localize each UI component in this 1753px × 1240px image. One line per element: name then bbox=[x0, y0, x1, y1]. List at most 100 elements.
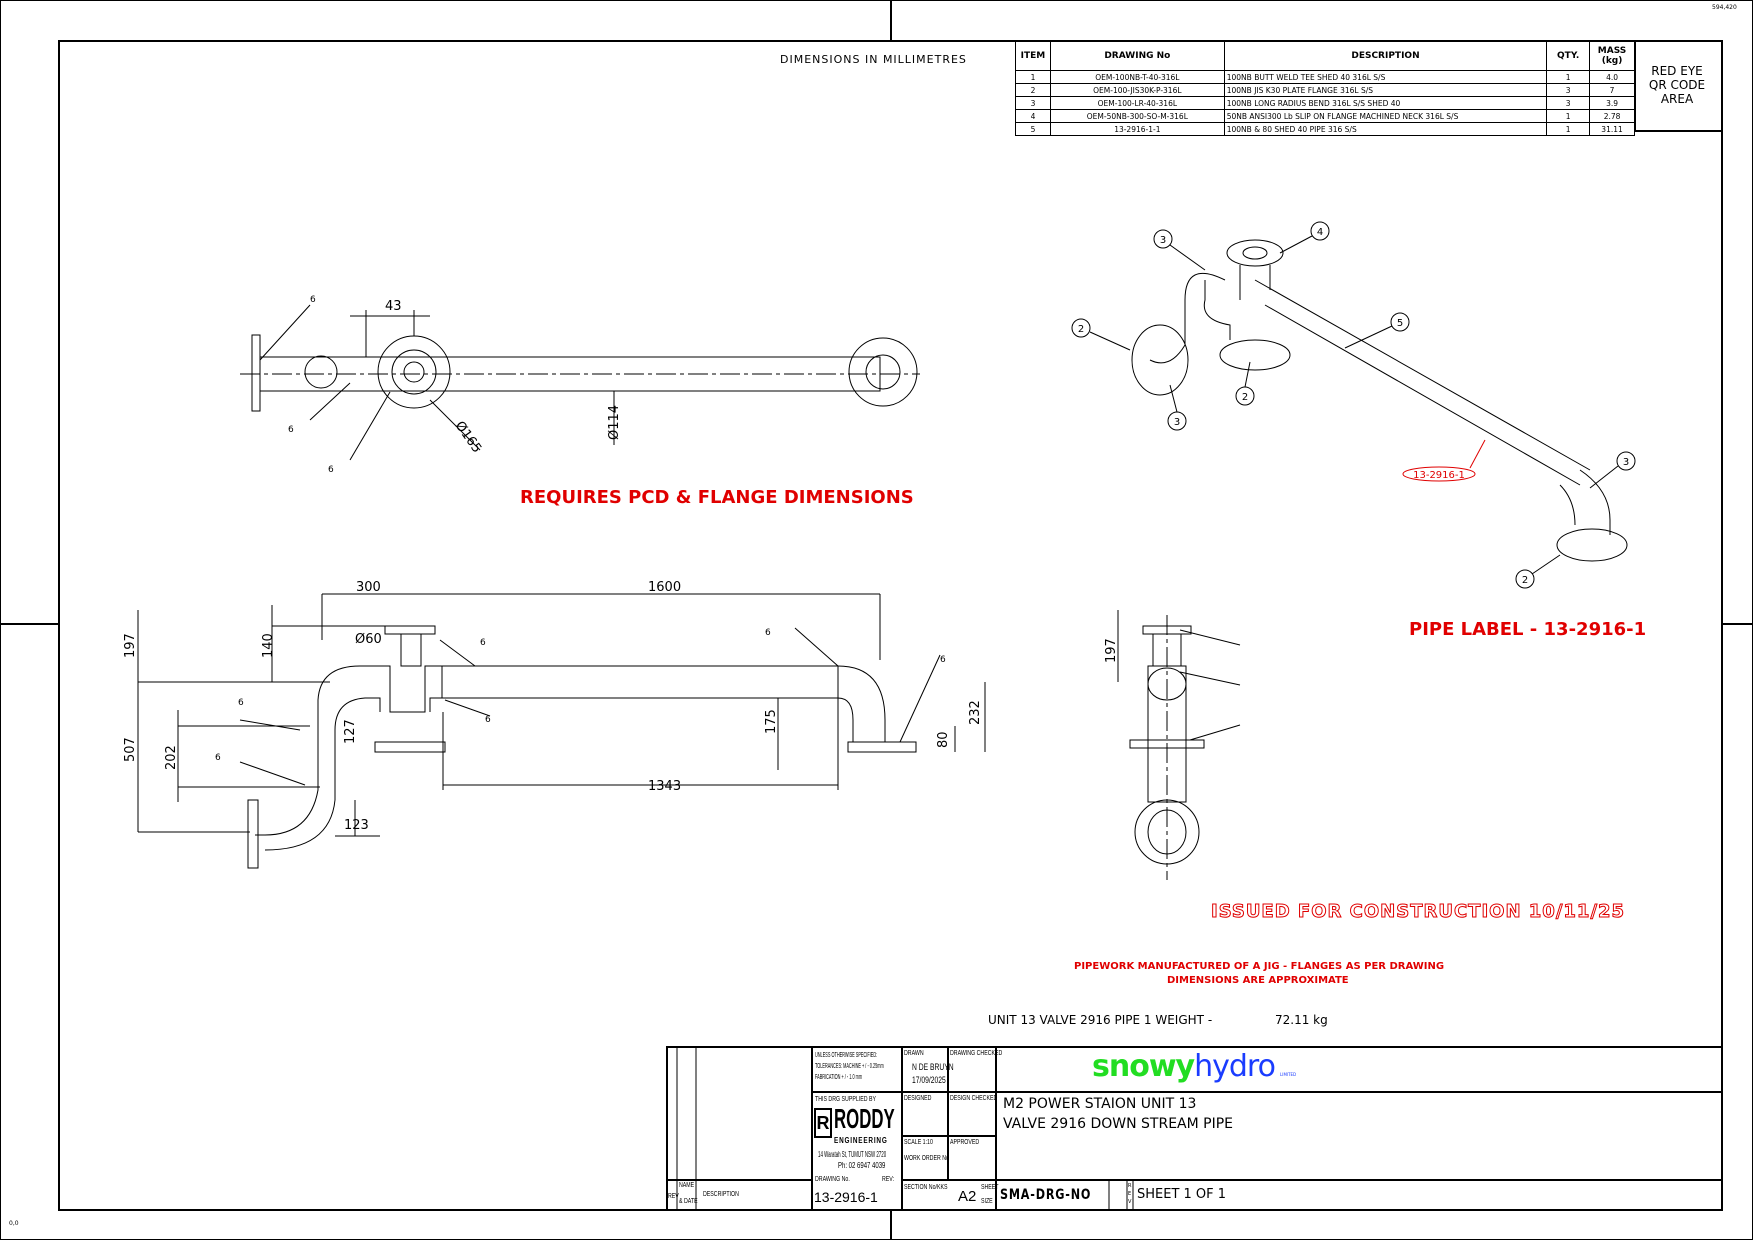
bom-item: 2 bbox=[1015, 83, 1051, 97]
roddy-phone: Ph: 02 6947 4039 bbox=[838, 1161, 886, 1170]
note-pipe-label: PIPE LABEL - 13-2916-1 bbox=[1409, 619, 1647, 640]
bom-description: 100NB & 80 SHED 40 PIPE 316 S/S bbox=[1223, 122, 1548, 136]
dim-300: 300 bbox=[356, 580, 381, 595]
bom-qty: 1 bbox=[1546, 122, 1591, 136]
dim-dia114: Ø114 bbox=[607, 405, 622, 440]
scale-label: SCALE 1:10 bbox=[904, 1139, 933, 1146]
bom-header-mass: MASS (kg) bbox=[1589, 41, 1635, 71]
bom-header-drawing-no: DRAWING No bbox=[1049, 41, 1225, 71]
approved-label: APPROVED bbox=[950, 1139, 980, 1146]
description-header: DESCRIPTION bbox=[703, 1191, 739, 1198]
bom-item: 3 bbox=[1015, 96, 1051, 110]
side-view bbox=[1117, 610, 1241, 880]
bom-mass: 3.9 bbox=[1589, 96, 1635, 110]
tolerance-fabrication: FABRICATION + / - 1.0 mm bbox=[815, 1074, 863, 1081]
work-order-label: WORK ORDER No bbox=[904, 1155, 949, 1162]
roddy-logo-text: RODDY bbox=[834, 1103, 895, 1134]
bom-description: 100NB LONG RADIUS BEND 316L S/S SHED 40 bbox=[1223, 96, 1548, 110]
bom-drawing-no: OEM-100-JIS30K-P-316L bbox=[1049, 83, 1225, 97]
bom-item: 1 bbox=[1015, 70, 1051, 84]
bom-mass: 31.11 bbox=[1589, 122, 1635, 136]
bill-of-materials: ITEM DRAWING No DESCRIPTION QTY. MASS (k… bbox=[1015, 41, 1635, 136]
bom-mass: 7 bbox=[1589, 83, 1635, 97]
dim-202: 202 bbox=[164, 745, 179, 770]
section-label: SECTION No/KKS bbox=[904, 1184, 948, 1191]
note-issued-for-construction: ISSUED FOR CONSTRUCTION 10/11/25 bbox=[1210, 901, 1626, 923]
sheet-size-label: 594,420 bbox=[1712, 4, 1737, 11]
sheet-size: A2 bbox=[958, 1188, 977, 1205]
side-dim-197: 197 bbox=[1104, 638, 1119, 663]
rev-label: REV: bbox=[882, 1176, 895, 1183]
dim-175: 175 bbox=[764, 709, 779, 734]
bom-item: 4 bbox=[1015, 109, 1051, 123]
bom-mass: 4.0 bbox=[1589, 70, 1635, 84]
balloon-2c: 2 bbox=[1522, 575, 1528, 586]
sheet-label: SHEET bbox=[981, 1184, 999, 1191]
bom-qty: 3 bbox=[1546, 96, 1591, 110]
balloon-2b: 2 bbox=[1242, 392, 1248, 403]
drawing-no-label: DRAWING No. bbox=[815, 1176, 850, 1183]
balloon-5: 5 bbox=[1397, 318, 1403, 329]
weld-symbol: 6 bbox=[485, 715, 491, 725]
bom-drawing-no: OEM-100NB-T-40-316L bbox=[1049, 70, 1225, 84]
logo-hydro: hydro bbox=[1194, 1049, 1276, 1084]
iso-view bbox=[1071, 221, 1636, 589]
weight-value: 72.11 kg bbox=[1275, 1013, 1328, 1027]
drawing-checked-label: DRAWING CHECKED bbox=[950, 1050, 1003, 1057]
dim-507: 507 bbox=[123, 737, 138, 762]
origin-label: 0,0 bbox=[9, 1220, 19, 1227]
drawing-no: 13-2916-1 bbox=[814, 1189, 878, 1205]
note-jig-line1: PIPEWORK MANUFACTURED OF A JIG - FLANGES… bbox=[1074, 961, 1445, 972]
sheet-number: SHEET 1 OF 1 bbox=[1137, 1187, 1227, 1202]
bom-mass: 2.78 bbox=[1589, 109, 1635, 123]
weld-symbol: 6 bbox=[238, 698, 244, 708]
unless-note: UNLESS OTHERWISE SPECIFIED: bbox=[815, 1052, 878, 1059]
snowy-hydro-logo: snowyhydro LIMITED bbox=[1092, 1049, 1296, 1084]
dim-197: 197 bbox=[123, 633, 138, 658]
bom-header-item: ITEM bbox=[1015, 41, 1051, 71]
bom-drawing-no: OEM-100-LR-40-316L bbox=[1049, 96, 1225, 110]
dim-232: 232 bbox=[968, 700, 983, 725]
roddy-logo-mark: R bbox=[814, 1108, 832, 1138]
dim-1343: 1343 bbox=[648, 779, 681, 794]
dim-123: 123 bbox=[344, 818, 369, 833]
weld-symbol: 6 bbox=[480, 638, 486, 648]
roddy-logo-subtitle: ENGINEERING bbox=[834, 1136, 888, 1145]
dim-1600: 1600 bbox=[648, 580, 681, 595]
roddy-address: 14 Waratah St, TUMUT NSW 2720 bbox=[818, 1150, 887, 1159]
bom-qty: 1 bbox=[1546, 70, 1591, 84]
supplied-by-label: THIS DRG SUPPLIED BY bbox=[815, 1096, 876, 1103]
dim-127: 127 bbox=[343, 719, 358, 744]
bom-drawing-no: 13-2916-1-1 bbox=[1049, 122, 1225, 136]
front-view bbox=[137, 593, 986, 869]
qr-area-box bbox=[1634, 41, 1722, 132]
balloon-4: 4 bbox=[1317, 227, 1323, 238]
drawing-title-line1: M2 POWER STAION UNIT 13 bbox=[1003, 1096, 1197, 1112]
drawn-date: 17/09/2025 bbox=[912, 1075, 946, 1085]
bom-qty: 1 bbox=[1546, 109, 1591, 123]
bom-item: 5 bbox=[1015, 122, 1051, 136]
name-header: NAME bbox=[679, 1182, 695, 1189]
bom-qty: 3 bbox=[1546, 83, 1591, 97]
weld-symbol: 6 bbox=[215, 753, 221, 763]
bom-description: 100NB JIS K30 PLATE FLANGE 316L S/S bbox=[1223, 83, 1548, 97]
weld-symbol: 6 bbox=[940, 655, 946, 665]
bom-header-qty: QTY. bbox=[1546, 41, 1591, 71]
drawn-by: N DE BRUYN bbox=[912, 1062, 954, 1072]
designed-label: DESIGNED bbox=[904, 1095, 932, 1102]
balloon-2a: 2 bbox=[1078, 324, 1084, 335]
dim-dia60: Ø60 bbox=[355, 632, 382, 647]
rev-vertical-label: REV bbox=[1128, 1183, 1132, 1205]
weld-symbol: 6 bbox=[310, 295, 316, 305]
rev-header: REV bbox=[668, 1193, 679, 1200]
note-jig-line2: DIMENSIONS ARE APPROXIMATE bbox=[1167, 975, 1349, 986]
balloon-3a: 3 bbox=[1160, 235, 1166, 246]
weight-label: UNIT 13 VALVE 2916 PIPE 1 WEIGHT - bbox=[988, 1013, 1213, 1027]
weld-symbol: 6 bbox=[765, 628, 771, 638]
document-number: SMA-DRG-NO bbox=[1000, 1187, 1092, 1203]
